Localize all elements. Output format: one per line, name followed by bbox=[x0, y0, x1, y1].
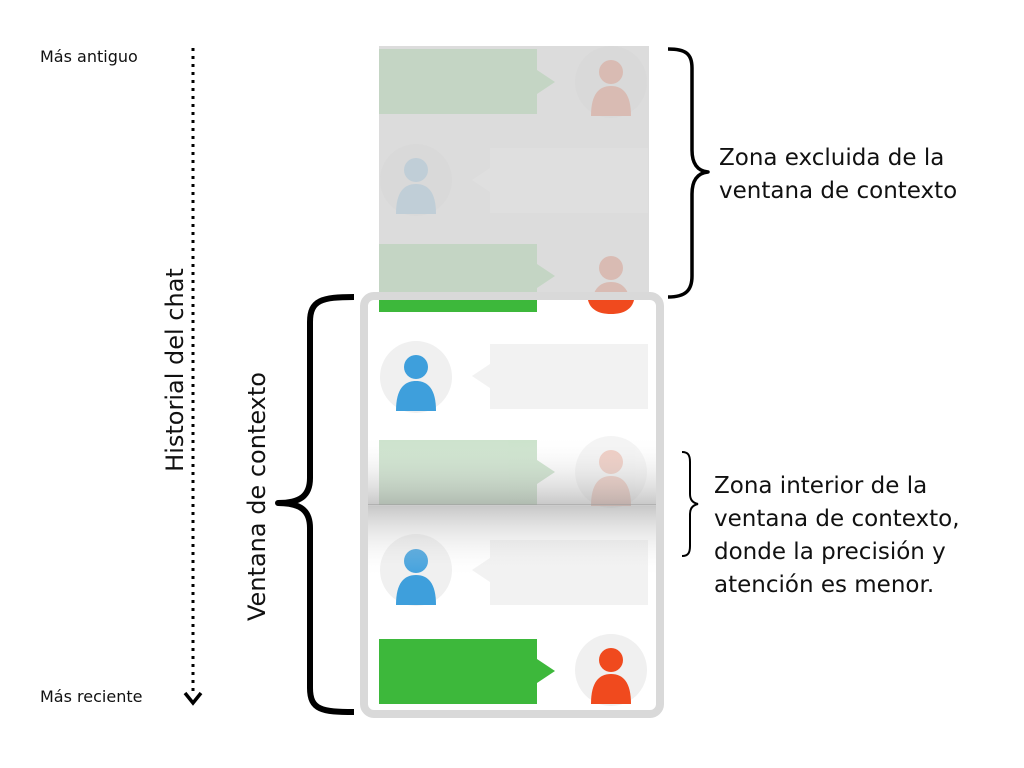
chat-message-assistant bbox=[380, 144, 648, 216]
excluded-zone-line2: ventana de contexto bbox=[719, 178, 958, 204]
context-window bbox=[360, 292, 664, 718]
inner-zone-shade-top bbox=[368, 435, 656, 505]
oldest-label: Más antiguo bbox=[40, 47, 138, 66]
inner-zone-shade-bottom bbox=[368, 506, 656, 578]
excluded-zone-line1: Zona excluida de la bbox=[719, 145, 945, 171]
chat-message-user bbox=[379, 634, 647, 706]
inner-zone-brace bbox=[681, 451, 699, 557]
inner-zone-line: ventana de contexto, bbox=[714, 506, 960, 532]
chat-message-user bbox=[379, 46, 647, 118]
context-window-brace bbox=[275, 294, 355, 715]
chat-history-label: Historial del chat bbox=[161, 268, 189, 472]
inner-zone-line: donde la precisión y bbox=[714, 539, 946, 565]
inner-zone-line: atención es menor. bbox=[714, 572, 935, 598]
excluded-zone-annotation: Zona excluida de la ventana de contexto bbox=[719, 142, 957, 208]
chat-message-user bbox=[379, 244, 631, 312]
newest-label: Más reciente bbox=[40, 687, 143, 706]
excluded-zone-brace bbox=[667, 47, 710, 299]
excluded-zone bbox=[379, 46, 649, 312]
timeline-arrow bbox=[183, 48, 203, 706]
inner-zone-line: Zona interior de la bbox=[714, 473, 928, 499]
chat-message-assistant bbox=[380, 341, 648, 413]
context-window-label: Ventana de contexto bbox=[243, 372, 271, 621]
inner-zone-annotation: Zona interior de la ventana de contexto,… bbox=[714, 470, 960, 602]
